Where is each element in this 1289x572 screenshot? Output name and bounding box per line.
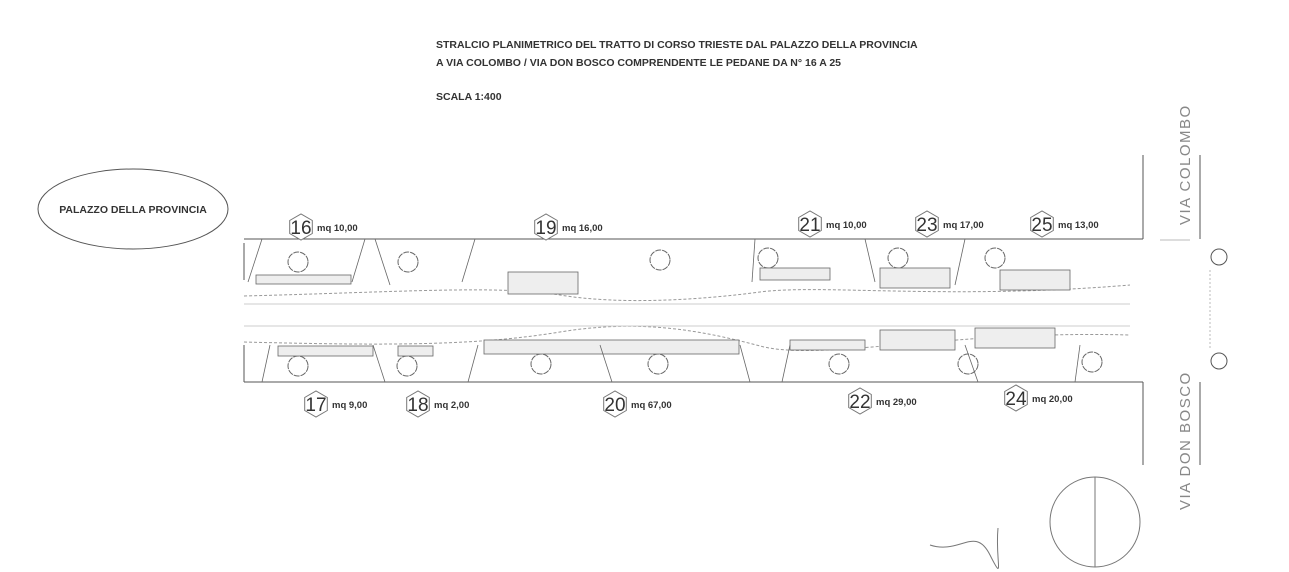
curb-line [954, 238, 966, 286]
platform-area-shape [483, 339, 740, 355]
platform-label-22: 22 mq 29,00 [848, 387, 917, 415]
platform-number: 21 [799, 215, 820, 236]
platform-label-24: 24 mq 20,00 [1004, 384, 1073, 412]
hexagon-marker [406, 390, 430, 418]
platform-label-17: 17 mq 9,00 [304, 390, 367, 418]
tree-icon [287, 251, 309, 273]
hexagon-marker [603, 390, 627, 418]
tree-icon [287, 355, 309, 377]
platform-label-23: 23 mq 17,00 [915, 210, 984, 238]
platform-area: mq 10,00 [317, 223, 358, 234]
platform-area-shape [879, 329, 956, 351]
platform-label-16: 16 mq 10,00 [289, 213, 358, 241]
tree-icon [530, 353, 552, 375]
platform-area-shape [789, 339, 866, 351]
platform-label-20: 20 mq 67,00 [603, 390, 672, 418]
corso-trieste-road [243, 238, 1143, 383]
title-line-2: A VIA COLOMBO / VIA DON BOSCO COMPRENDEN… [436, 57, 841, 69]
scale-label: SCALA 1:400 [436, 91, 502, 103]
platform-labels: 16 mq 10,00 19 mq 16,00 21 mq 10,00 23 mq 17,00… [289, 210, 1099, 418]
platform-number: 16 [290, 218, 311, 239]
platform-area: mq 2,00 [434, 400, 469, 411]
platform-number: 17 [305, 395, 326, 416]
platform-label-25: 25 mq 13,00 [1030, 210, 1099, 238]
platform-number: 24 [1005, 389, 1027, 410]
hexagon-marker [915, 210, 939, 238]
platform-area-shape [879, 267, 951, 289]
platform-label-19: 19 mq 16,00 [534, 213, 603, 241]
via-don-bosco-label: VIA DON BOSCO [1177, 371, 1194, 510]
via-colombo [1142, 155, 1228, 465]
platform-area: mq 10,00 [826, 220, 867, 231]
curb-line [351, 238, 366, 283]
tree-icon [887, 247, 909, 269]
curb-line [864, 238, 876, 283]
platform-area: mq 20,00 [1032, 394, 1073, 405]
platform-area: mq 67,00 [631, 400, 672, 411]
tree-icon [649, 249, 671, 271]
palazzo-della-provincia: PALAZZO DELLA PROVINCIA [37, 168, 229, 250]
platform-area-shape [397, 345, 434, 357]
hexagon-marker [848, 387, 872, 415]
platform-number: 25 [1031, 215, 1052, 236]
platform-area: mq 9,00 [332, 400, 367, 411]
curb-line [739, 344, 751, 383]
tree-icon [957, 353, 979, 375]
platform-area-shape [974, 327, 1056, 349]
hexagon-marker [1004, 384, 1028, 412]
platform-area-shape [999, 269, 1071, 291]
tree-icon [396, 355, 418, 377]
hexagon-marker [289, 213, 313, 241]
platform-area: mq 13,00 [1058, 220, 1099, 231]
curb-line [374, 238, 391, 286]
hexagon-marker [534, 213, 558, 241]
hexagon-marker [304, 390, 328, 418]
platform-label-21: 21 mq 10,00 [798, 210, 867, 238]
title-line-1: STRALCIO PLANIMETRICO DEL TRATTO DI CORS… [436, 39, 918, 51]
tree-icon [757, 247, 779, 269]
tree-icon [1081, 351, 1103, 373]
via-colombo-label: VIA COLOMBO [1177, 104, 1194, 225]
platform-number: 23 [916, 215, 937, 236]
platform-area: mq 16,00 [562, 223, 603, 234]
platform-number: 20 [604, 395, 625, 416]
curb-line [467, 344, 479, 383]
svg-text:PALAZZO DELLA PROVINCIA: PALAZZO DELLA PROVINCIA [59, 204, 207, 216]
tree-icon [828, 353, 850, 375]
platform-area-shape [255, 274, 352, 285]
curb-line [751, 238, 756, 283]
curb-line [247, 238, 263, 283]
platform-number: 18 [407, 395, 428, 416]
platform-number: 19 [535, 218, 556, 239]
platforms [247, 238, 1081, 383]
curb-line [372, 344, 386, 383]
platform-number: 22 [849, 392, 870, 413]
curb-line [461, 238, 476, 283]
curb-line [1074, 344, 1081, 383]
tree-icon [984, 247, 1006, 269]
platform-area-shape [507, 271, 579, 295]
platform-area-shape [277, 345, 374, 357]
curb-line [964, 344, 979, 383]
curb-line [599, 344, 613, 383]
curb-line [261, 344, 271, 383]
platform-area: mq 29,00 [876, 397, 917, 408]
platform-label-18: 18 mq 2,00 [406, 390, 469, 418]
curb-line [781, 344, 791, 383]
trees [287, 247, 1103, 377]
platform-area: mq 17,00 [943, 220, 984, 231]
hexagon-marker [1030, 210, 1054, 238]
platform-area-shape [759, 267, 831, 281]
hexagon-marker [798, 210, 822, 238]
north-arrow-icon [929, 476, 1141, 569]
tree-icon [397, 251, 419, 273]
tree-icon [647, 353, 669, 375]
